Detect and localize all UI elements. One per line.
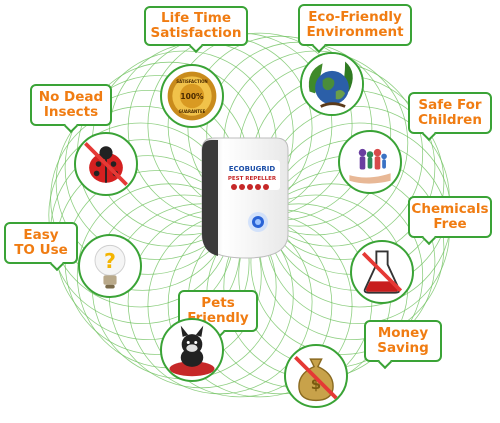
svg-text:?: ?	[104, 249, 116, 273]
seal-bottom: GUARANTEE	[179, 109, 206, 114]
label-life-time-satisfaction: Life Time Satisfaction	[144, 6, 248, 46]
guarantee-seal-icon: 100% SATISFACTION GUARANTEE	[160, 64, 224, 128]
device-brand: ECOBUGRID	[229, 165, 276, 173]
question-bulb-icon: ?	[78, 234, 142, 298]
seal-top: SATISFACTION	[176, 79, 207, 84]
label-eco-friendly-environment: Eco-Friendly Environment	[298, 4, 412, 46]
plug-in-repeller-icon: ECOBUGRID PEST REPELLER	[201, 137, 289, 259]
dog-icon	[160, 318, 224, 382]
label-safe-for-children: Safe For Children	[408, 92, 492, 134]
no-ladybug-icon	[74, 132, 138, 196]
no-flask-icon	[350, 240, 414, 304]
seal-center: 100%	[180, 92, 204, 101]
svg-text:$: $	[311, 375, 321, 393]
label-chemicals-free: Chemicals Free	[408, 196, 492, 238]
earth-globe-icon	[300, 52, 364, 116]
label-no-dead-insects: No Dead Insects	[30, 84, 112, 126]
no-money-bag-icon: $	[284, 344, 348, 408]
label-money-saving: Money Saving	[364, 320, 442, 362]
family-hand-icon	[338, 130, 402, 194]
device-product: PEST REPELLER	[228, 176, 277, 182]
label-easy-to-use: Easy TO Use	[4, 222, 78, 264]
